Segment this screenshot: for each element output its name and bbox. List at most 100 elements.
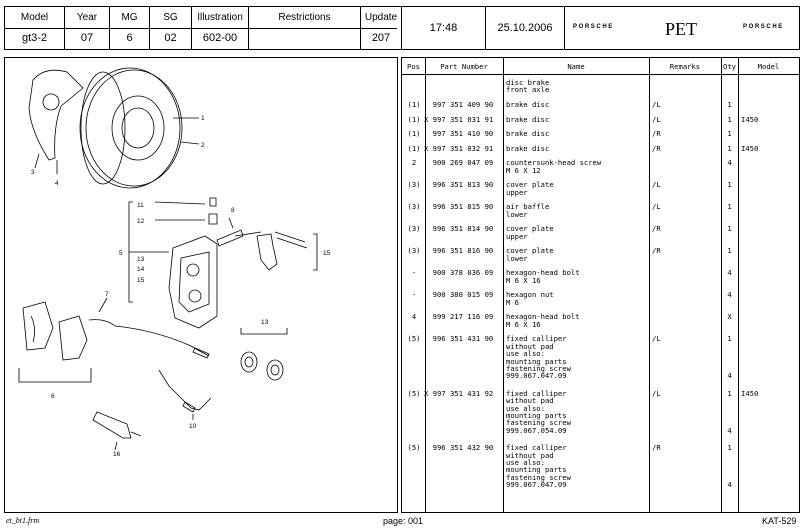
callout-16: 16: [113, 451, 121, 458]
cell-name: hexagon nut M 6: [506, 290, 554, 307]
callout-15b: 15: [323, 250, 331, 257]
header-divider: [5, 28, 397, 29]
col-name-header: Name: [567, 62, 585, 71]
year-cell: Year 07: [65, 7, 110, 49]
col-divider: [503, 58, 504, 512]
cell-name: air baffle lower: [506, 202, 550, 219]
cell-part-number: 996 351 815 90: [424, 202, 494, 212]
cell-part-number: 900 378 036 09: [424, 268, 494, 278]
wear-sensor-drawing: [88, 319, 210, 357]
cell-pos: (1): [407, 129, 421, 139]
cell-name: fixed calliper without pad use also: mou…: [506, 388, 571, 435]
callout-11: 11: [137, 202, 144, 209]
cell-remarks: /L: [652, 100, 661, 109]
exploded-view-diagram: 1 2 3 4 5 6 7 8 10 11 12 13 14 15 13 15 …: [4, 57, 398, 513]
cell-qty: X: [727, 312, 732, 322]
cell-model: I450: [741, 143, 759, 153]
cell-model: I450: [741, 114, 759, 124]
cell-part-number: X 997 351 031 91: [424, 114, 494, 124]
cell-name: brake disc: [506, 143, 550, 153]
col-divider: [721, 58, 722, 512]
illustration-value: 602-00: [202, 32, 238, 44]
cell-name: brake disc: [506, 129, 550, 139]
file-name: et_bt1.frm: [6, 516, 40, 525]
restrictions-cell: Restrictions: [249, 7, 361, 49]
callout-1: 1: [201, 115, 205, 122]
update-cell: Update 207: [361, 7, 402, 49]
cell-part-number: X 997 351 431 92: [424, 388, 494, 398]
cell-part-number: 997 351 410 90: [424, 129, 494, 139]
brake-disc-drawing: [79, 67, 181, 189]
page-number: page: 001: [383, 516, 424, 526]
cell-part-number: 999 217 116 09: [424, 312, 494, 322]
cell-part-number: 900 269 047 09: [424, 158, 494, 168]
cell-name: hexagon-head bolt M 6 X 16: [506, 268, 580, 285]
cell-remarks: /L: [652, 180, 661, 190]
cell-remarks: /L: [652, 334, 661, 344]
callout-2: 2: [201, 142, 205, 149]
update-label: Update: [364, 12, 398, 23]
cell-name: brake disc: [506, 114, 550, 124]
cell-pos: (1): [407, 100, 421, 109]
cell-name: countersunk-head screw M 6 X 12: [506, 158, 602, 175]
app-name: PET: [665, 19, 698, 39]
cell-pos: (3): [407, 246, 421, 256]
brake-line-drawing: [158, 369, 212, 411]
table-header: Pos Part Number Name Remarks Qty Model: [402, 58, 799, 75]
callout-3: 3: [31, 169, 35, 176]
sg-cell: SG 02: [150, 7, 192, 49]
date-display: 25.10.2006: [486, 7, 565, 49]
cell-pos: (1): [407, 143, 421, 153]
cell-pos: (3): [407, 224, 421, 234]
cell-part-number: 996 351 814 90: [424, 224, 494, 234]
piston-seal-drawing: [240, 351, 258, 373]
cell-qty: 1 4: [727, 388, 732, 435]
cell-qty: 4: [727, 290, 732, 300]
cell-part-number: X 997 351 032 91: [424, 143, 494, 153]
brake-assembly-illustration: 1 2 3 4 5 6 7 8 10 11 12 13 14 15 13 15 …: [18, 67, 331, 458]
cell-pos: 2: [411, 158, 417, 168]
col-model-header: Model: [757, 62, 780, 71]
cell-name: cover plate upper: [506, 224, 554, 241]
cell-remarks: /R: [652, 443, 661, 453]
catalog-number: KAT-529: [762, 516, 797, 526]
update-value: 207: [371, 32, 391, 44]
col-qty-header: Qty: [723, 62, 736, 71]
callout-12: 12: [137, 218, 145, 225]
callout-7: 7: [105, 291, 109, 298]
callout-14: 14: [137, 266, 145, 273]
cell-qty: 1: [727, 202, 732, 212]
brake-pads-drawing: [22, 301, 54, 351]
grease-tube-drawing: [92, 411, 132, 439]
mg-label: MG: [121, 12, 138, 23]
cell-qty: 1: [727, 100, 732, 109]
cell-name: fixed calliper without pad use also: mou…: [506, 443, 571, 490]
cell-pos: (5): [407, 443, 421, 453]
cell-name: cover plate upper: [506, 180, 554, 197]
model-value: gt3-2: [21, 32, 48, 44]
cell-name: disc brake front axle: [506, 78, 550, 95]
cell-qty: 1 4: [727, 334, 732, 381]
cell-qty: 1: [727, 129, 732, 139]
cell-pos: -: [411, 268, 417, 278]
cell-remarks: /R: [652, 143, 661, 153]
cell-pos: (5): [407, 388, 421, 398]
col-divider: [649, 58, 650, 512]
col-divider: [738, 58, 739, 512]
cell-pos: -: [411, 290, 417, 300]
cell-qty: 1: [727, 246, 732, 256]
cell-remarks: /L: [652, 202, 661, 212]
cell-qty: 4: [727, 268, 732, 278]
bolt-drawing: [216, 229, 244, 247]
sg-value: 02: [164, 32, 177, 44]
callout-6: 6: [51, 393, 55, 400]
illustration-cell: Illustration 602-00: [192, 7, 249, 49]
cell-pos: (1): [407, 114, 421, 124]
porsche-wordmark-left: PORSCHE: [573, 24, 614, 30]
cell-qty: 1: [727, 114, 732, 124]
cell-pos: (3): [407, 180, 421, 190]
callout-4: 4: [55, 180, 59, 187]
year-label: Year: [76, 12, 98, 23]
callout-15a: 15: [137, 277, 145, 284]
header-bar: Model gt3-2 Year 07 MG 6 SG 02 Illustrat…: [4, 6, 800, 50]
